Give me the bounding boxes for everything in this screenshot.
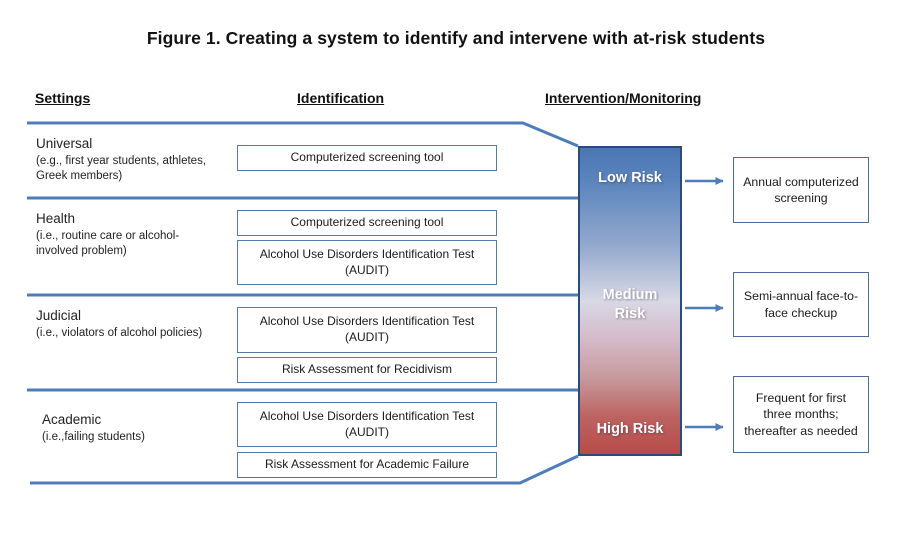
- id-box-academic-audit: Alcohol Use Disorders Identification Tes…: [237, 402, 497, 447]
- setting-academic-detail: (i.e.,failing students): [42, 431, 145, 443]
- risk-label-medium: Medium Risk: [580, 286, 680, 324]
- setting-academic: Academic (i.e.,failing students): [42, 412, 224, 445]
- setting-universal-name: Universal: [36, 136, 93, 151]
- risk-gradient-column: Low Risk Medium Risk High Risk: [578, 146, 682, 456]
- setting-health: Health (i.e., routine care or alcohol-in…: [36, 211, 218, 259]
- setting-universal: Universal (e.g., first year students, at…: [36, 136, 218, 184]
- column-header-identification: Identification: [297, 90, 385, 106]
- figure-title: Figure 1. Creating a system to identify …: [146, 28, 766, 48]
- setting-judicial: Judicial (i.e., violators of alcohol pol…: [36, 308, 218, 341]
- setting-judicial-name: Judicial: [36, 308, 82, 323]
- id-box-health-audit: Alcohol Use Disorders Identification Tes…: [237, 240, 497, 285]
- setting-academic-name: Academic: [42, 412, 102, 427]
- id-box-judicial-audit: Alcohol Use Disorders Identification Tes…: [237, 307, 497, 353]
- id-box-universal-screening: Computerized screening tool: [237, 145, 497, 171]
- column-header-intervention: Intervention/Monitoring: [545, 90, 702, 106]
- risk-label-high: High Risk: [596, 421, 664, 437]
- setting-universal-detail: (e.g., first year students, athletes, Gr…: [36, 155, 207, 182]
- intervention-box-low: Annual computerized screening: [733, 157, 869, 223]
- setting-health-detail: (i.e., routine care or alcohol-involved …: [36, 230, 180, 257]
- intervention-box-medium: Semi-annual face-to-face checkup: [733, 272, 869, 337]
- setting-health-name: Health: [36, 211, 76, 226]
- intervention-box-high: Frequent for first three months; thereaf…: [733, 376, 869, 453]
- id-box-judicial-recidivism: Risk Assessment for Recidivism: [237, 357, 497, 383]
- risk-label-low: Low Risk: [598, 170, 662, 186]
- id-box-health-screening: Computerized screening tool: [237, 210, 497, 236]
- setting-judicial-detail: (i.e., violators of alcohol policies): [36, 327, 203, 339]
- risk-label-medium-text: Medium Risk: [602, 287, 658, 322]
- column-header-settings: Settings: [35, 90, 91, 106]
- id-box-academic-failure: Risk Assessment for Academic Failure: [237, 452, 497, 478]
